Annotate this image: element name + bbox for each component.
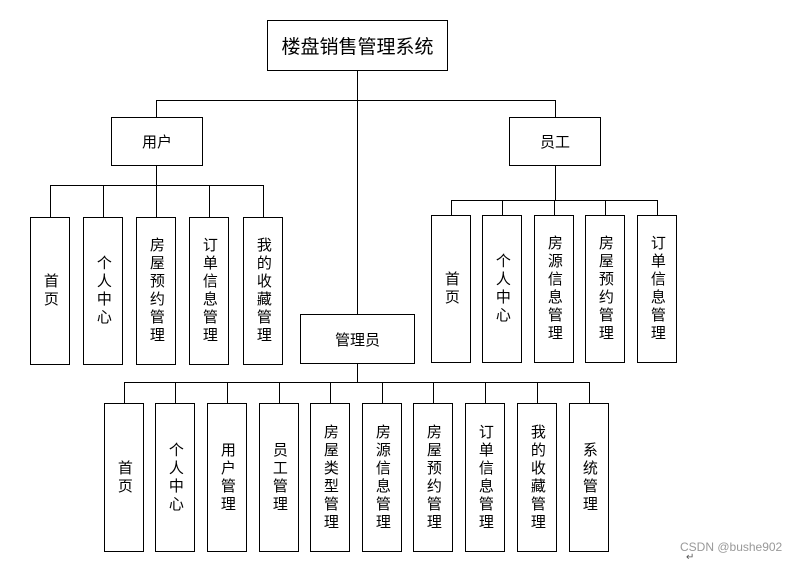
admin-module-node: 用户管理: [207, 403, 247, 552]
admin-module-node: 房屋预约管理: [413, 403, 453, 552]
user-module-node: 房屋预约管理: [136, 217, 176, 365]
role-node-user: 用户: [111, 117, 203, 166]
connector: [156, 100, 555, 101]
module-label: 我的收藏管理: [528, 423, 547, 532]
module-label: 个人中心: [94, 255, 113, 327]
admin-module-node: 房源信息管理: [362, 403, 402, 552]
admin-module-node: 系统管理: [569, 403, 609, 552]
connector: [156, 100, 157, 118]
module-label: 订单信息管理: [200, 237, 219, 345]
module-label: 系统管理: [580, 441, 599, 514]
admin-module-node: 个人中心: [155, 403, 195, 552]
connector: [555, 100, 556, 118]
module-label: 房屋类型管理: [321, 423, 340, 532]
connector: [382, 382, 383, 404]
role-label-admin: 管理员: [334, 330, 380, 349]
connector: [657, 200, 658, 216]
staff-module-node: 房源信息管理: [534, 215, 574, 363]
connector: [451, 200, 452, 216]
module-label: 订单信息管理: [476, 423, 495, 532]
connector: [433, 382, 434, 404]
module-label: 首页: [442, 271, 461, 307]
return-mark-icon: ↵: [686, 552, 695, 563]
module-label: 订单信息管理: [648, 235, 667, 343]
module-label: 个人中心: [493, 253, 512, 325]
module-label: 首页: [41, 273, 60, 309]
role-label-staff: 员工: [539, 133, 570, 151]
connector: [537, 382, 538, 404]
connector: [124, 382, 590, 383]
module-label: 我的收藏管理: [254, 237, 273, 345]
module-label: 房屋预约管理: [147, 237, 166, 345]
module-label: 个人中心: [166, 441, 185, 514]
user-module-node: 个人中心: [83, 217, 123, 365]
connector: [330, 382, 331, 404]
connector: [485, 382, 486, 404]
module-label: 房屋预约管理: [424, 423, 443, 532]
role-node-admin: 管理员: [300, 314, 415, 364]
user-module-node: 首页: [30, 217, 70, 365]
connector: [263, 185, 264, 218]
connector: [589, 382, 590, 404]
connector: [175, 382, 176, 404]
staff-module-node: 个人中心: [482, 215, 522, 363]
root-title: 楼盘销售管理系统: [281, 36, 434, 58]
connector: [103, 185, 104, 218]
module-label: 员工管理: [270, 441, 289, 514]
staff-module-node: 房屋预约管理: [585, 215, 625, 363]
admin-module-node: 首页: [104, 403, 144, 552]
admin-module-node: 我的收藏管理: [517, 403, 557, 552]
role-node-staff: 员工: [509, 117, 601, 166]
user-module-node: 订单信息管理: [189, 217, 229, 365]
connector: [156, 165, 157, 185]
root-node: 楼盘销售管理系统: [267, 20, 448, 71]
admin-module-node: 房屋类型管理: [310, 403, 350, 552]
connector: [357, 363, 358, 382]
module-label: 房源信息管理: [545, 235, 564, 343]
connector: [227, 382, 228, 404]
module-label: 房屋预约管理: [596, 235, 615, 343]
role-label-user: 用户: [141, 133, 172, 151]
connector: [357, 70, 358, 315]
user-module-node: 我的收藏管理: [243, 217, 283, 365]
staff-module-node: 订单信息管理: [637, 215, 677, 363]
module-label: 用户管理: [218, 441, 237, 514]
connector: [124, 382, 125, 404]
staff-module-node: 首页: [431, 215, 471, 363]
connector: [502, 200, 503, 216]
module-label: 首页: [115, 459, 134, 496]
admin-module-node: 订单信息管理: [465, 403, 505, 552]
connector: [50, 185, 51, 218]
watermark: CSDN @bushe902: [680, 540, 783, 554]
admin-module-node: 员工管理: [259, 403, 299, 552]
connector: [605, 200, 606, 216]
connector: [156, 185, 157, 218]
connector: [555, 165, 556, 200]
connector: [279, 382, 280, 404]
connector: [209, 185, 210, 218]
connector: [554, 200, 555, 216]
module-label: 房源信息管理: [373, 423, 392, 532]
